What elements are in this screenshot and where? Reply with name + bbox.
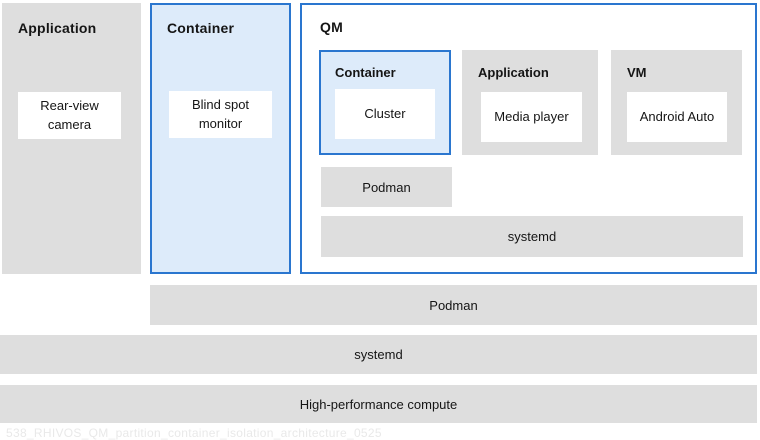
qm-partition: QM Container Cluster Application Media p… (300, 3, 757, 274)
host-podman-bar: Podman (150, 285, 757, 325)
container-partition-title: Container (167, 20, 235, 36)
cluster-box: Cluster (335, 89, 435, 139)
media-player-box: Media player (481, 92, 582, 142)
qm-partition-title: QM (320, 19, 343, 35)
qm-application-group: Application Media player (462, 50, 598, 155)
qm-vm-group-title: VM (627, 65, 647, 80)
qm-application-group-title: Application (478, 65, 549, 80)
android-auto-box: Android Auto (627, 92, 727, 142)
application-partition: Application Rear-view camera (2, 3, 141, 274)
blind-spot-monitor-box: Blind spot monitor (169, 91, 272, 138)
container-partition: Container Blind spot monitor (150, 3, 291, 274)
high-performance-compute-bar: High-performance compute (0, 385, 757, 423)
qm-systemd-bar: systemd (321, 216, 743, 257)
qm-container-group: Container Cluster (319, 50, 451, 155)
application-partition-title: Application (18, 20, 97, 36)
host-systemd-bar: systemd (0, 335, 757, 374)
rear-view-camera-box: Rear-view camera (18, 92, 121, 139)
diagram-watermark: 538_RHIVOS_QM_partition_container_isolat… (6, 426, 382, 440)
qm-vm-group: VM Android Auto (611, 50, 742, 155)
qm-container-group-title: Container (335, 65, 396, 80)
qm-podman-bar: Podman (321, 167, 452, 207)
